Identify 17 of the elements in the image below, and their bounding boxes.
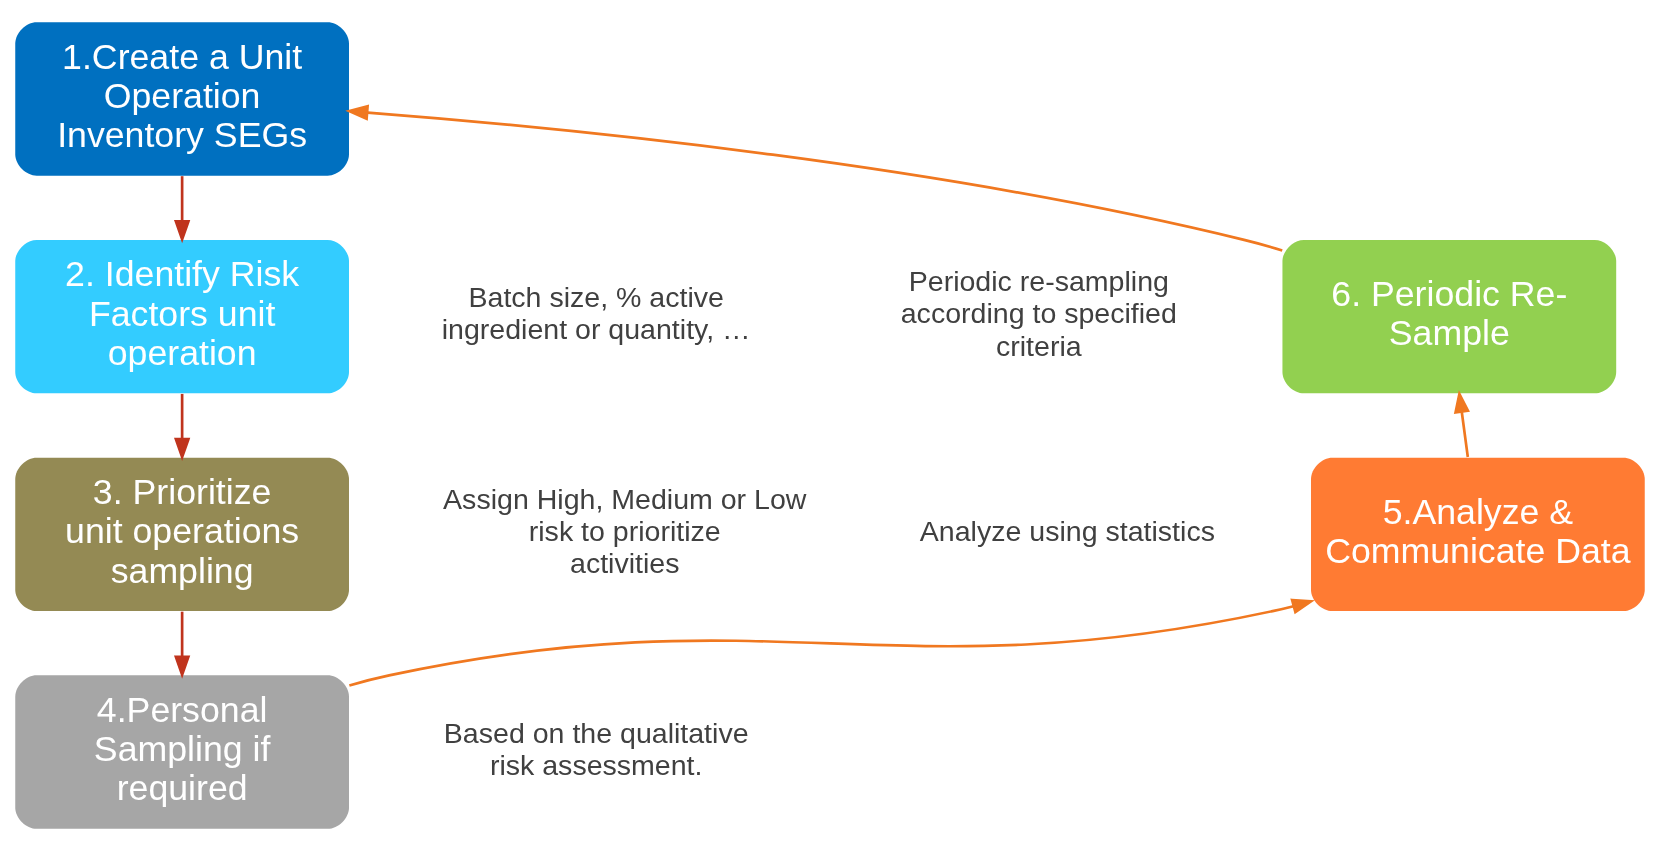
node-box: 5.Analyze & Communicate Data [1311,457,1645,612]
node-label: Assign High, Medium or Low risk to prioritize activities [443,483,807,580]
node-label: Based on the qualitative risk assessment. [443,716,749,781]
arrow [174,176,191,244]
node-box: 2. Identify Risk Factors unit operation [15,239,349,394]
arrow [1453,389,1470,458]
node-label: Analyze using statistics [919,515,1215,548]
arrow [345,104,1283,252]
node-label: Periodic re-sampling according to specified criteria [900,265,1177,362]
node-box: 3. Prioritize unit operations sampling [15,457,349,612]
node-label: Batch size, % active ingredient or quantity, … [441,281,751,346]
arrow [174,393,191,462]
node-box: 6. Periodic Re-Sample [1282,239,1617,394]
arrow [349,598,1315,687]
node-box: 1.Create a Unit Operation Inventory SEGs [15,22,349,176]
node-box: 4.Personal Sampling if required [15,675,349,829]
arrow [174,611,191,679]
